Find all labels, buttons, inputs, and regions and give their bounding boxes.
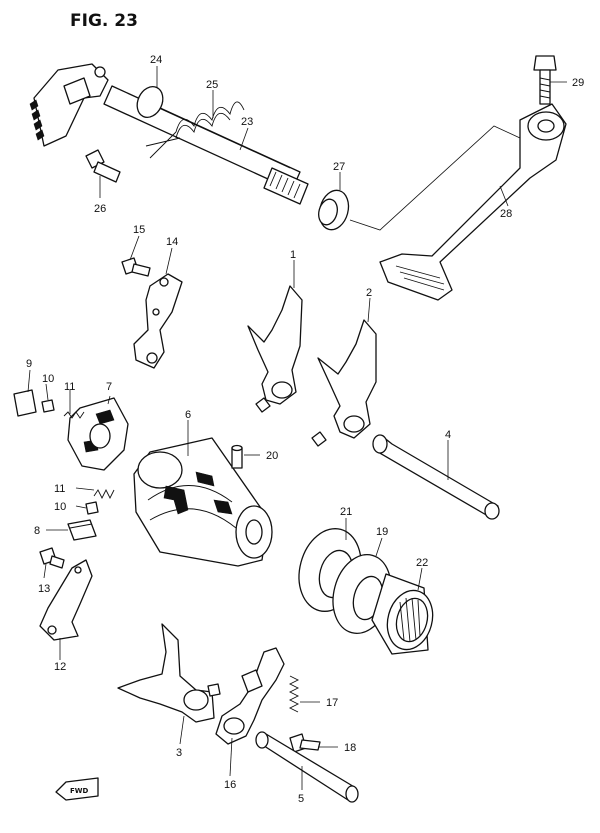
callout-12: 12 [54,661,66,673]
bearing-22 [371,573,434,655]
cam-stopper-plate-14 [133,273,183,369]
forward-direction-marker: FWD [55,777,99,801]
callout-20: 20 [266,450,278,462]
callouts: 24 25 23 26 27 28 29 15 14 1 2 4 6 20 7 … [26,54,584,805]
callout-19: 19 [376,526,388,538]
spring-11-upper [63,411,85,419]
shift-fork-3 [117,623,221,723]
callout-14: 14 [166,236,178,248]
callout-8: 8 [34,525,40,537]
oil-seal-27 [318,189,350,231]
cam-guide-plate-12 [39,559,93,641]
callout-1: 1 [290,249,296,261]
callout-25: 25 [206,79,218,91]
bolt-18 [289,733,321,753]
callout-10-lower: 10 [54,501,66,513]
callout-5: 5 [298,793,304,805]
callout-3: 3 [176,747,182,759]
spring-11-lower [93,488,115,500]
pin-20 [231,444,243,469]
gear-shift-shaft-assembly [29,63,309,205]
callout-18: 18 [344,742,356,754]
callout-17: 17 [326,697,338,709]
callout-22: 22 [416,557,428,569]
callout-24: 24 [150,54,162,66]
callout-28: 28 [500,208,512,220]
callout-13: 13 [38,583,50,595]
callout-11-upper: 11 [64,381,75,393]
leader-lines [27,66,567,790]
stopper-8 [67,519,97,541]
callout-11-lower: 11 [54,483,65,495]
callout-21: 21 [340,506,352,518]
shaft-5 [255,731,359,803]
bolt-15 [121,257,151,277]
callout-15: 15 [133,224,145,236]
fwd-label: FWD [70,787,89,795]
callout-7: 7 [106,381,112,393]
pin-10-lower [85,501,99,515]
callout-27: 27 [333,161,345,173]
bolt-26 [85,149,121,183]
pin-10-upper [41,399,55,413]
gearshift-cam-7 [67,397,129,471]
pin-9 [13,389,37,417]
callout-26: 26 [94,203,106,215]
callout-29: 29 [572,77,584,89]
shift-fork-2 [311,319,377,447]
callout-23: 23 [241,116,253,128]
callout-6: 6 [185,409,191,421]
bolt-29 [533,55,557,105]
shift-fork-1 [247,285,303,413]
callout-4: 4 [445,429,451,441]
bolt-13 [39,547,65,569]
figure-title: FIG. 23 [70,11,138,31]
gear-shift-lever-28 [379,103,567,301]
callout-2: 2 [366,287,372,299]
callout-10-upper: 10 [42,373,54,385]
shift-arm-16 [215,647,285,745]
gearshift-cam-drum-6 [133,437,273,567]
spring-17 [288,675,300,713]
callout-16: 16 [224,779,236,791]
callout-9: 9 [26,358,32,370]
fork-shaft-4 [372,434,500,520]
